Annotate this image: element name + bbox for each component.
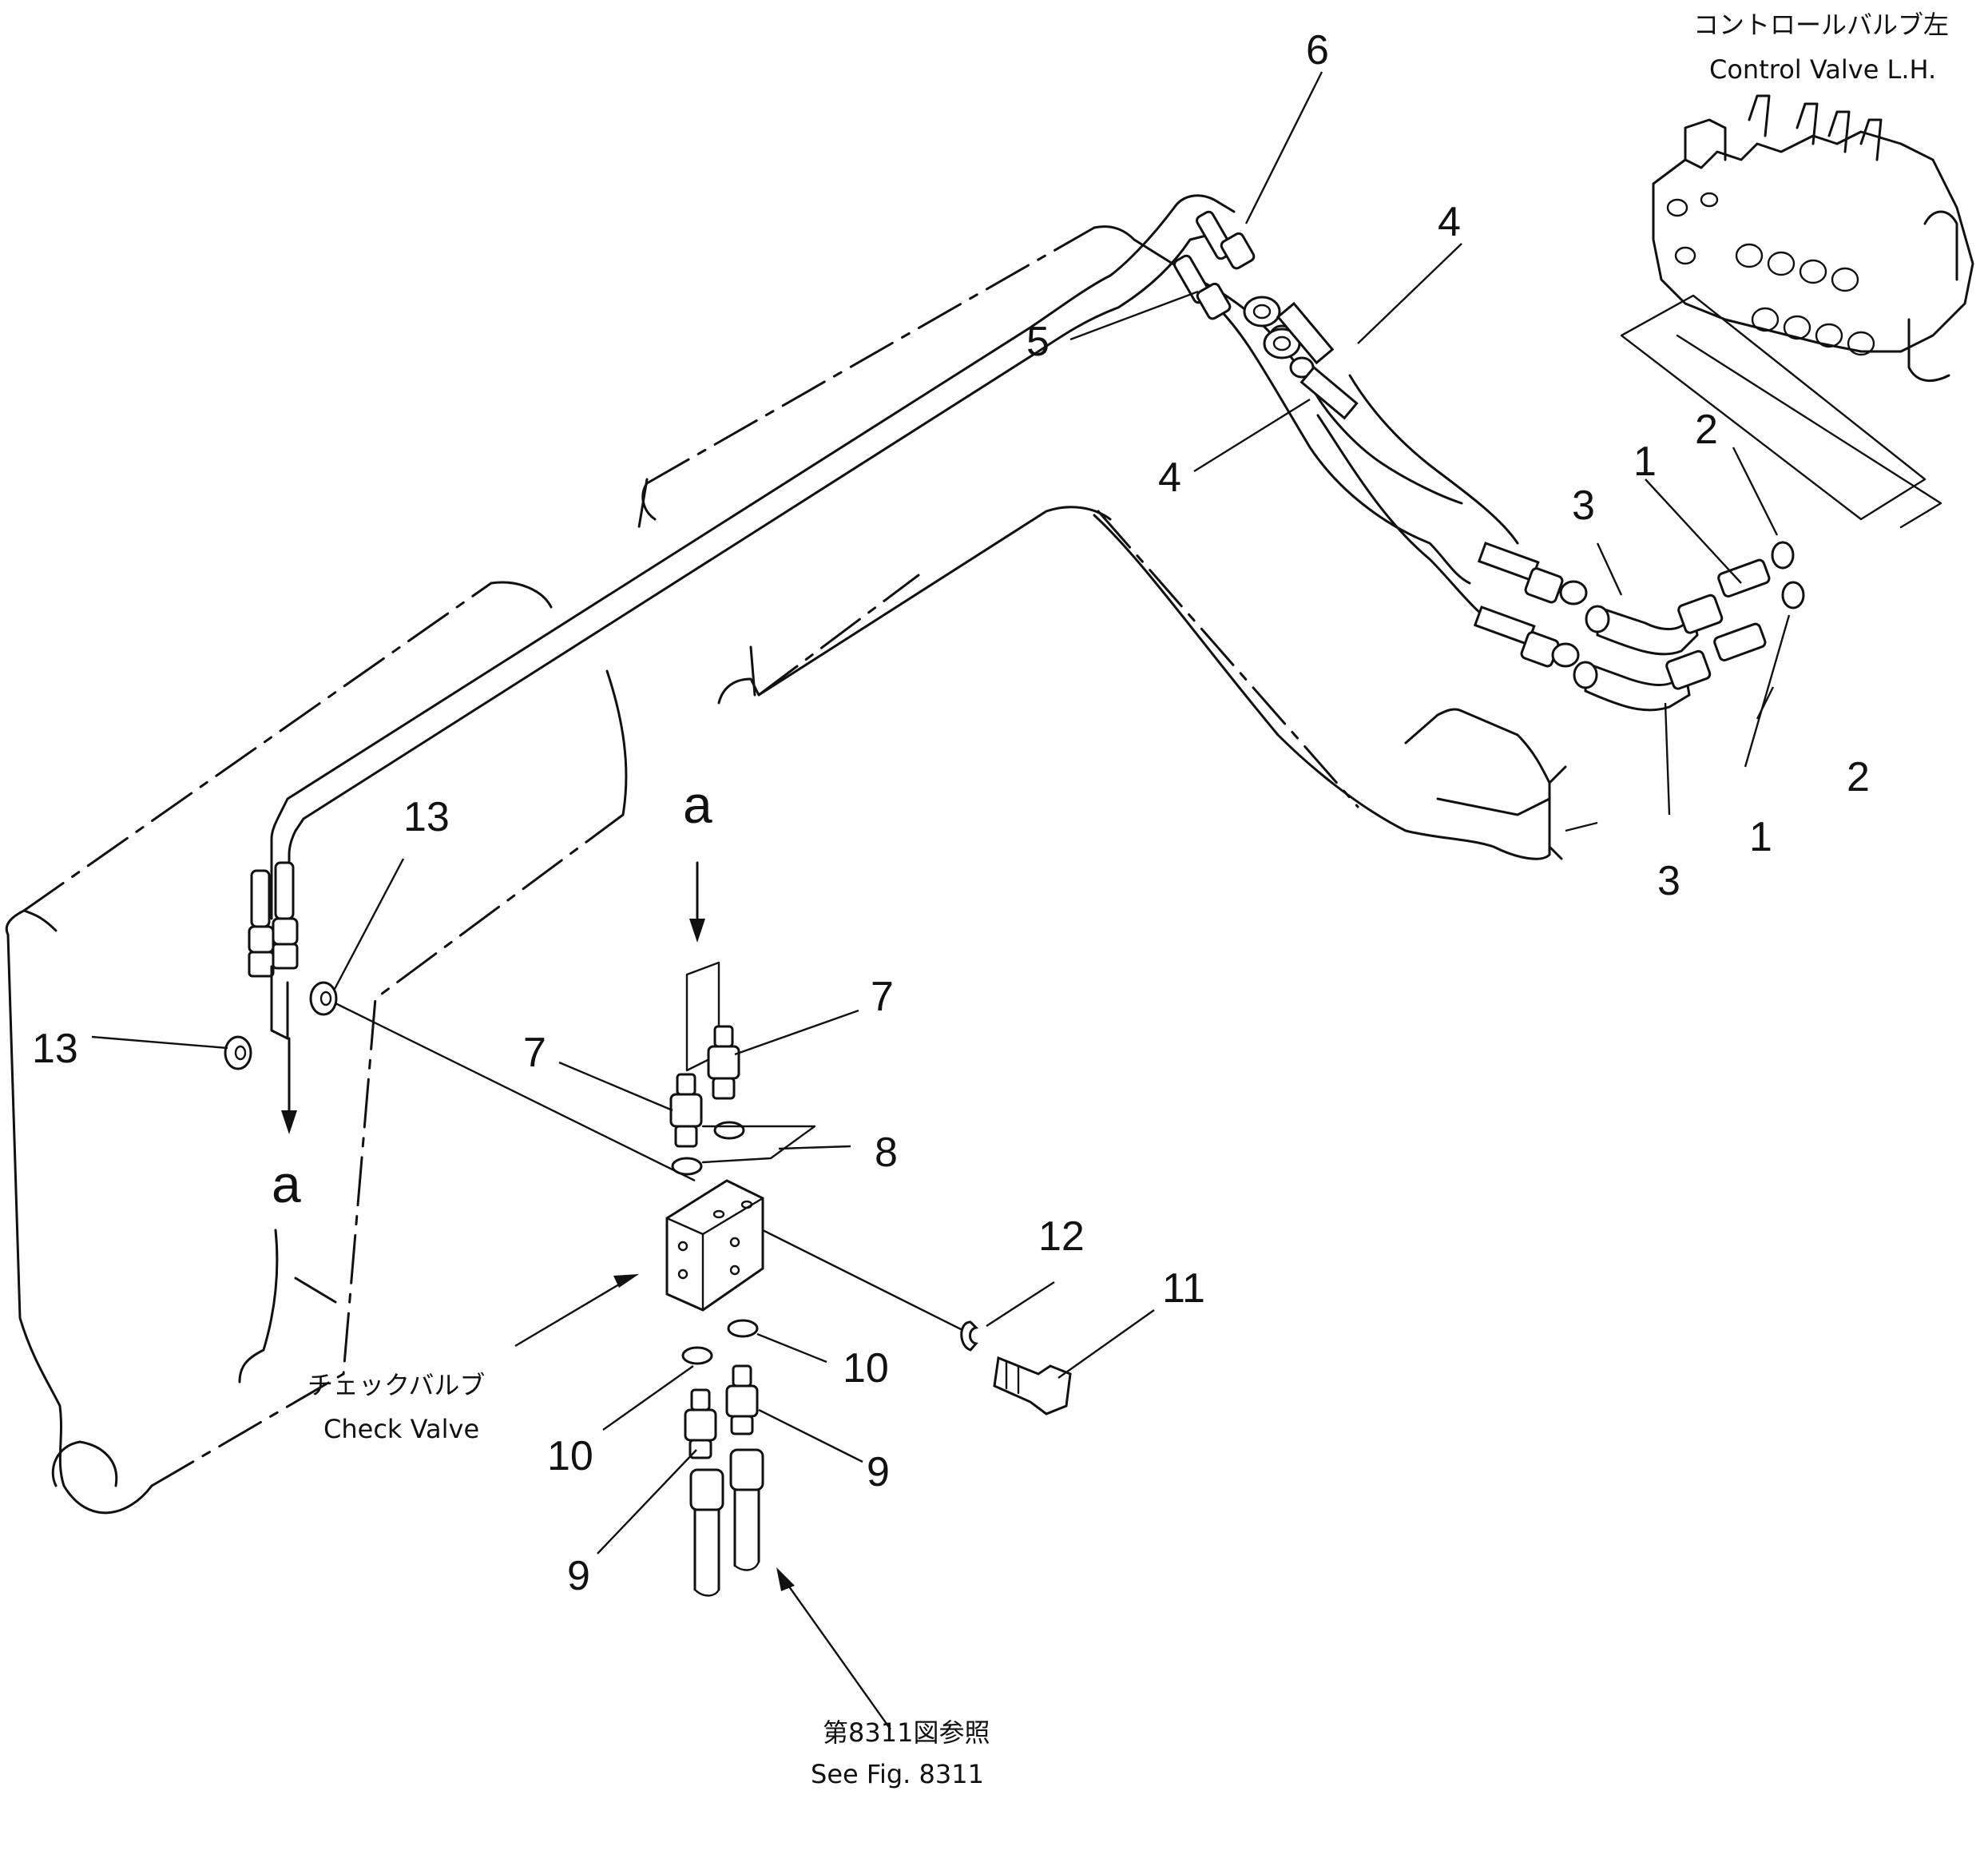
callout-12: 12 xyxy=(1038,1213,1085,1260)
callout-9-right: 9 xyxy=(867,1449,890,1495)
boom-outline xyxy=(5,225,1567,1515)
callout-4-upper: 4 xyxy=(1438,199,1461,245)
callout-10-left: 10 xyxy=(547,1433,593,1479)
control-valve-label-en: Control Valve L.H. xyxy=(1709,54,1936,85)
callout-9-left: 9 xyxy=(567,1553,590,1599)
callout-labels: 6 4 5 4 3 1 2 2 1 3 3 13 13 7 7 8 12 11 … xyxy=(32,10,1949,1789)
callout-13-left: 13 xyxy=(32,1026,78,1072)
elbow-connectors xyxy=(1573,541,1805,712)
view-a-left-label: a xyxy=(272,1154,301,1213)
check-valve-assembly xyxy=(665,861,1072,1597)
left-fittings xyxy=(248,861,299,1134)
check-valve-label-en: Check Valve xyxy=(323,1414,479,1444)
leader-lines xyxy=(91,71,1791,1730)
callout-2-lower: 2 xyxy=(1847,754,1870,800)
callout-11: 11 xyxy=(1162,1265,1205,1312)
callout-7-right: 7 xyxy=(871,974,894,1020)
control-valve xyxy=(1620,94,1974,529)
see-fig-label-jp: 第8311図参照 xyxy=(823,1717,990,1748)
callout-6: 6 xyxy=(1306,27,1329,73)
callout-3-front: 3 xyxy=(1657,858,1680,904)
callout-4-lower: 4 xyxy=(1158,455,1181,501)
check-valve-label-jp: チェックバルブ xyxy=(308,1370,485,1400)
callout-7-left: 7 xyxy=(523,1030,546,1076)
callout-13-upper: 13 xyxy=(403,794,450,840)
callout-1-lower: 1 xyxy=(1749,814,1772,860)
see-fig-label-en: See Fig. 8311 xyxy=(811,1759,984,1789)
callout-10-right: 10 xyxy=(843,1345,889,1392)
part-13-nuts xyxy=(224,981,338,1070)
callout-2-upper: 2 xyxy=(1695,407,1718,453)
tube-assembly xyxy=(270,194,1236,920)
view-a-top-label: a xyxy=(683,775,712,834)
callout-5: 5 xyxy=(1026,319,1050,365)
control-valve-label-jp: コントロールバルブ左 xyxy=(1693,10,1949,40)
callout-3-upper: 3 xyxy=(1572,482,1595,529)
upper-fittings xyxy=(1173,210,1588,668)
callout-8: 8 xyxy=(875,1130,898,1176)
callout-1-upper: 1 xyxy=(1633,439,1657,485)
